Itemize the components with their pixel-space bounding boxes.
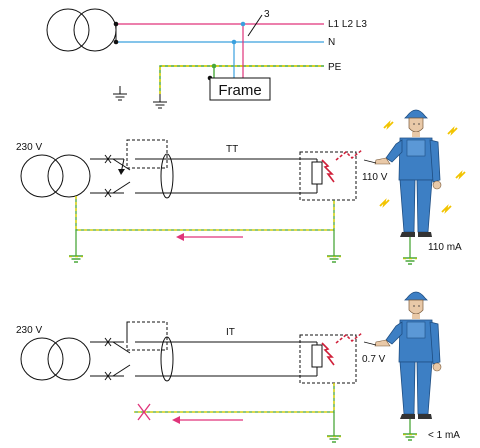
tt-source-voltage: 230 V	[16, 142, 42, 153]
earth-ground-icon	[326, 255, 342, 263]
it-system-label: IT	[226, 327, 235, 338]
transformer-icon	[46, 8, 117, 52]
it-body-current: < 1 mA	[428, 430, 460, 441]
shock-spark-icon	[379, 199, 390, 207]
pe-return-path	[75, 196, 335, 256]
frame-box	[209, 77, 271, 101]
earth-ground-icon	[68, 255, 84, 263]
tt-body-current: 110 mA	[428, 242, 462, 253]
pe-conductor	[159, 65, 324, 94]
load-equipment	[299, 151, 357, 201]
earth-ground-icon	[402, 433, 418, 441]
current-flow-arrow-icon	[172, 416, 243, 424]
it-diagram: 230 V IT	[16, 291, 460, 443]
frame-label: Frame	[218, 82, 261, 99]
shock-spark-icon	[383, 121, 394, 129]
shock-spark-icon	[447, 127, 458, 135]
line-labels: L1 L2 L3	[328, 19, 367, 30]
tt-system-label: TT	[226, 144, 238, 155]
earth-ground-icon	[326, 435, 342, 443]
blocked-current-icon	[137, 403, 151, 421]
shock-spark-icon	[441, 205, 452, 213]
conductor-count: 3	[264, 9, 270, 20]
transformer-icon	[20, 337, 91, 381]
tt-touch-voltage: 110 V	[362, 172, 388, 183]
circuit-breaker-icon	[104, 321, 168, 381]
neutral-label: N	[328, 37, 335, 48]
tt-diagram: 230 V TT	[16, 109, 466, 265]
current-transformer-icon	[160, 336, 174, 382]
pe-return-path	[134, 383, 335, 436]
earth-ground-icon	[402, 257, 418, 265]
current-flow-arrow-icon	[176, 233, 243, 241]
current-transformer-icon	[160, 153, 174, 199]
earth-ground-icon	[112, 85, 128, 101]
it-touch-voltage: 0.7 V	[362, 354, 386, 365]
transformer-icon	[20, 154, 91, 198]
fault-arc-icon	[321, 342, 335, 366]
top-diagram: 3 L1 L2 L3 N PE Frame	[46, 8, 367, 109]
circuit-breaker-icon	[104, 139, 168, 198]
shock-spark-icon	[455, 171, 466, 179]
fault-arc-icon	[321, 159, 335, 183]
pe-label: PE	[328, 62, 342, 73]
earth-ground-icon	[152, 93, 168, 109]
it-source-voltage: 230 V	[16, 325, 42, 336]
load-equipment	[299, 334, 357, 384]
